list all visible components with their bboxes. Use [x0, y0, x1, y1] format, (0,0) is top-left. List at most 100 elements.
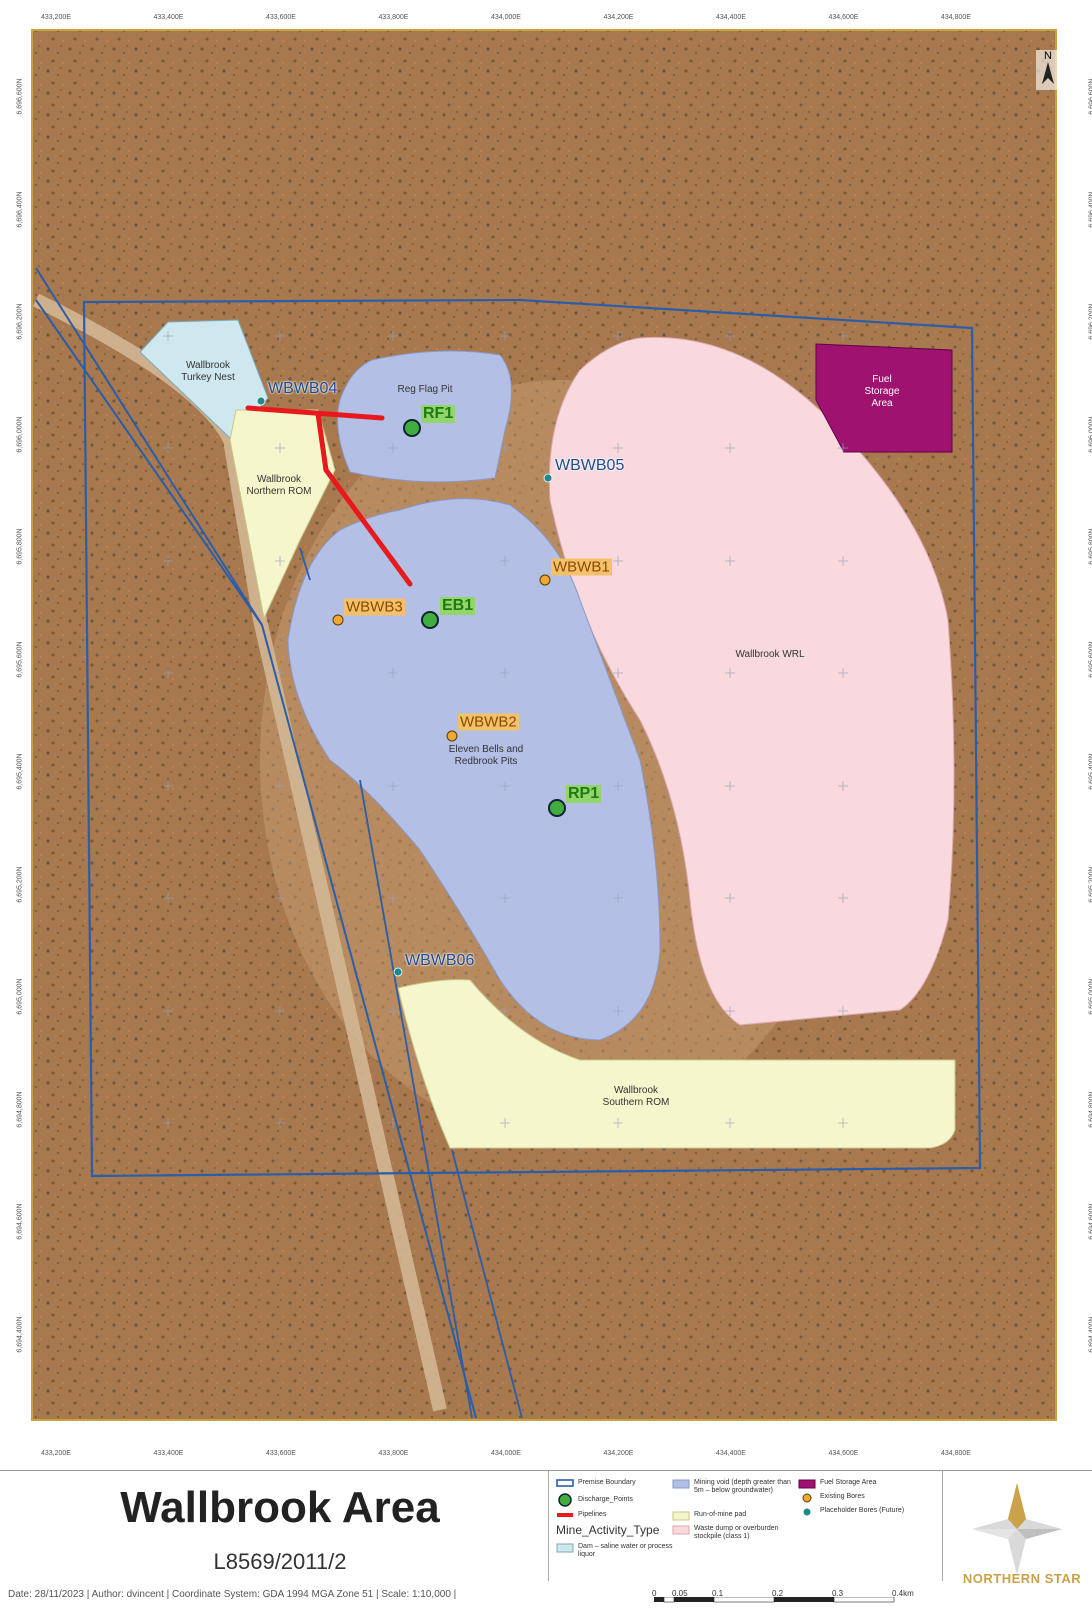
scale-bar-graphic [652, 1597, 912, 1613]
placeholder-bore-swatch [798, 1507, 816, 1517]
y-tick-label: 6,696,200N [1089, 282, 1092, 362]
legend-label: Run-of-mine pad [694, 1511, 746, 1519]
legend-label: Discharge_Points [578, 1493, 633, 1504]
scale-label: 0.3 [832, 1589, 843, 1598]
existing-bore-wbwb2[interactable] [447, 731, 457, 741]
y-tick-label: 6,695,200N [17, 844, 24, 924]
legend-label: Dam – saline water or process liquor [578, 1543, 676, 1559]
y-tick-label: 6,695,800N [17, 507, 24, 587]
x-tick-label: 434,800E [926, 14, 986, 21]
legend-fuel-storage: Fuel Storage Area [798, 1479, 918, 1489]
placeholder-bore-wbwb05[interactable] [544, 474, 552, 482]
legend-premises-boundary: Premise Boundary [556, 1479, 676, 1487]
map-canvas[interactable] [0, 0, 1092, 1470]
legend-existing-bores: Existing Bores [798, 1493, 918, 1503]
pipeline-swatch [556, 1511, 574, 1519]
map-info-panel: Wallbrook Area L8569/2011/2 Premise Boun… [0, 1470, 1092, 1606]
map-title: Wallbrook Area [20, 1483, 540, 1533]
divider [548, 1471, 549, 1581]
y-tick-label: 6,694,600N [1089, 1182, 1092, 1262]
discharge-point-rf1[interactable] [404, 420, 420, 436]
premises-boundary-swatch [556, 1479, 574, 1487]
legend-dam: Dam – saline water or process liquor [556, 1543, 676, 1559]
scale-bar: 0 0.05 0.1 0.2 0.3 0.4km [652, 1589, 912, 1605]
north-arrow-label: N [1036, 50, 1060, 62]
legend-waste-dump: Waste dump or overburden stockpile (clas… [672, 1525, 792, 1541]
y-tick-label: 6,695,200N [1089, 844, 1092, 924]
dam-swatch [556, 1543, 574, 1553]
y-tick-label: 6,694,800N [17, 1069, 24, 1149]
x-tick-label: 434,800E [926, 1450, 986, 1457]
x-tick-label: 434,600E [814, 14, 874, 21]
label-wallbrook-wrl: Wallbrook WRL [735, 649, 804, 661]
map-footer: Date: 28/11/2023 | Author: dvincent | Co… [8, 1589, 456, 1600]
label-fuel-storage: Fuel Storage Area [864, 374, 899, 410]
legend-pipelines: Pipelines [556, 1511, 676, 1519]
legend-label: Mining void (depth greater than 5m – bel… [694, 1479, 792, 1495]
y-tick-label: 6,694,600N [17, 1182, 24, 1262]
y-tick-label: 6,695,600N [17, 619, 24, 699]
legend-label: Pipelines [578, 1511, 606, 1519]
label-wbwb3: WBWB3 [344, 599, 405, 616]
label-eleven-bells: Eleven Bells and Redbrook Pits [449, 744, 524, 768]
x-tick-label: 433,200E [26, 14, 86, 21]
x-tick-label: 433,800E [364, 1450, 424, 1457]
y-tick-label: 6,696,200N [17, 282, 24, 362]
legend-heading: Mine_Activity_Type [556, 1523, 659, 1537]
divider [942, 1471, 943, 1581]
label-turkey-nest: Wallbrook Turkey Nest [181, 360, 235, 384]
scale-label: 0 [652, 1589, 656, 1598]
x-tick-label: 434,000E [476, 1450, 536, 1457]
x-tick-label: 433,600E [251, 14, 311, 21]
placeholder-bore-wbwb04[interactable] [257, 397, 265, 405]
label-wbwb05: WBWB05 [555, 457, 624, 475]
x-tick-label: 434,400E [701, 1450, 761, 1457]
existing-bore-wbwb3[interactable] [333, 615, 343, 625]
label-red-flag-pit: Reg Flag Pit [397, 384, 452, 396]
x-tick-label: 434,200E [589, 14, 649, 21]
y-tick-label: 6,695,000N [1089, 957, 1092, 1037]
y-tick-label: 6,696,400N [1089, 169, 1092, 249]
label-eb1: EB1 [440, 597, 475, 615]
y-tick-label: 6,695,400N [17, 732, 24, 812]
label-wbwb2: WBWB2 [458, 714, 519, 731]
existing-bore-wbwb1[interactable] [540, 575, 550, 585]
scale-label: 0.2 [772, 1589, 783, 1598]
legend-label: Placeholder Bores (Future) [820, 1507, 904, 1515]
map-subtitle: L8569/2011/2 [20, 1549, 540, 1575]
x-tick-label: 433,400E [139, 1450, 199, 1457]
scale-label: 0.1 [712, 1589, 723, 1598]
map-frame: 433,200E 433,400E 433,600E 433,800E 434,000E… [0, 0, 1092, 1470]
discharge-point-eb1[interactable] [422, 612, 438, 628]
placeholder-bore-wbwb06[interactable] [394, 968, 402, 976]
y-tick-label: 6,696,000N [17, 394, 24, 474]
x-tick-label: 434,200E [589, 1450, 649, 1457]
legend-rom-pad: Run-of-mine pad [672, 1511, 792, 1521]
scale-label: 0.4km [892, 1589, 914, 1598]
north-arrow: N [1036, 50, 1060, 90]
discharge-point-rp1[interactable] [549, 800, 565, 816]
legend-label: Existing Bores [820, 1493, 865, 1501]
northern-star-logo-icon [952, 1479, 1082, 1579]
y-tick-label: 6,696,600N [17, 57, 24, 137]
y-tick-label: 6,695,000N [17, 957, 24, 1037]
scale-label: 0.05 [672, 1589, 688, 1598]
label-southern-rom: Wallbrook Southern ROM [603, 1085, 670, 1109]
label-rp1: RP1 [566, 785, 601, 803]
legend-mining-void: Mining void (depth greater than 5m – bel… [672, 1479, 792, 1495]
legend-label: Fuel Storage Area [820, 1479, 876, 1487]
y-tick-label: 6,696,600N [1089, 57, 1092, 137]
x-tick-label: 433,200E [26, 1450, 86, 1457]
x-tick-label: 433,400E [139, 14, 199, 21]
y-tick-label: 6,695,800N [1089, 507, 1092, 587]
y-tick-label: 6,695,400N [1089, 732, 1092, 812]
discharge-point-swatch [556, 1493, 574, 1507]
existing-bore-swatch [798, 1493, 816, 1503]
y-tick-label: 6,696,000N [1089, 394, 1092, 474]
legend-label: Waste dump or overburden stockpile (clas… [694, 1525, 792, 1541]
legend-label: Premise Boundary [578, 1479, 636, 1487]
label-northern-rom: Wallbrook Northern ROM [246, 474, 311, 498]
label-wbwb06: WBWB06 [405, 952, 474, 970]
mining-void-swatch [672, 1479, 690, 1489]
y-tick-label: 6,694,400N [1089, 1294, 1092, 1374]
